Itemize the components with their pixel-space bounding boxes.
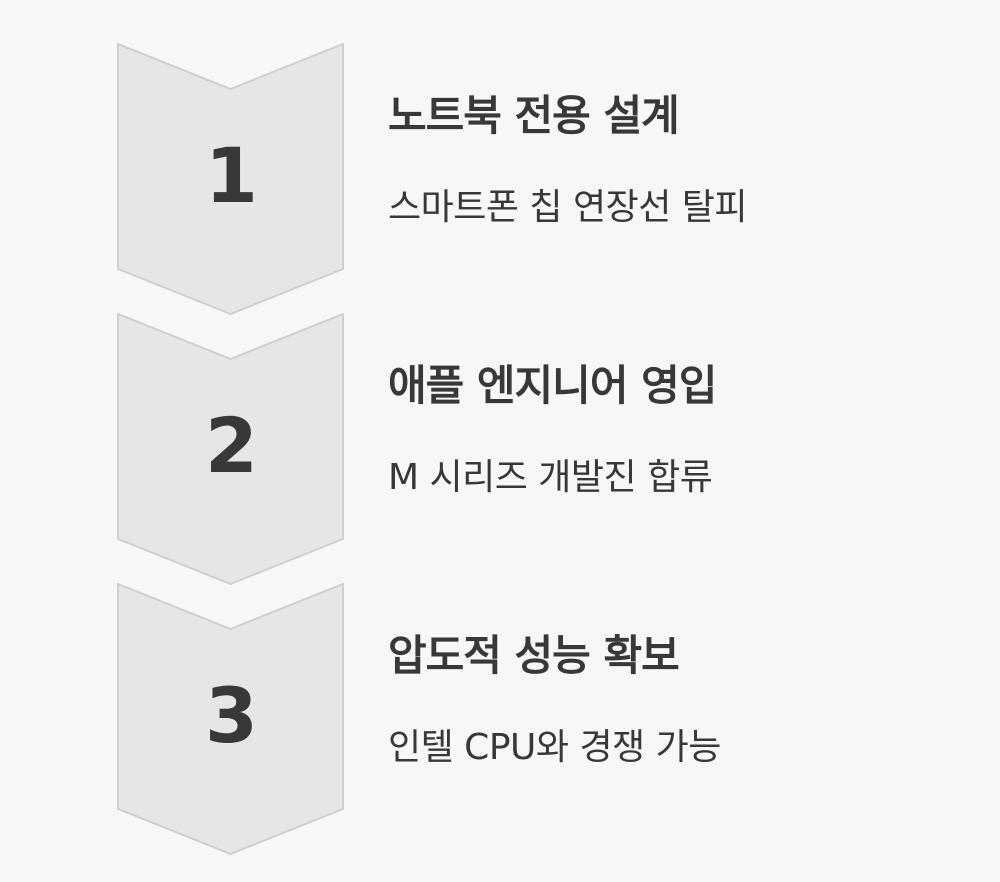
step-3: 3 압도적 성능 확보 인텔 CPU와 경쟁 가능 [0,583,1000,855]
step-description: M 시리즈 개발진 합류 [388,457,713,498]
step-number: 2 [205,401,258,490]
chevron-down-icon [117,43,344,315]
chevron-down-icon [117,583,344,855]
step-description: 인텔 CPU와 경쟁 가능 [388,727,721,768]
chevron-down-icon [117,313,344,585]
step-title: 노트북 전용 설계 [388,91,680,140]
step-1: 1 노트북 전용 설계 스마트폰 칩 연장선 탈피 [0,43,1000,315]
step-2: 2 애플 엔지니어 영입 M 시리즈 개발진 합류 [0,313,1000,585]
step-title: 압도적 성능 확보 [388,631,680,680]
step-description: 스마트폰 칩 연장선 탈피 [388,187,748,228]
step-title: 애플 엔지니어 영입 [388,361,717,410]
step-number: 3 [205,671,258,760]
step-number: 1 [205,131,258,220]
